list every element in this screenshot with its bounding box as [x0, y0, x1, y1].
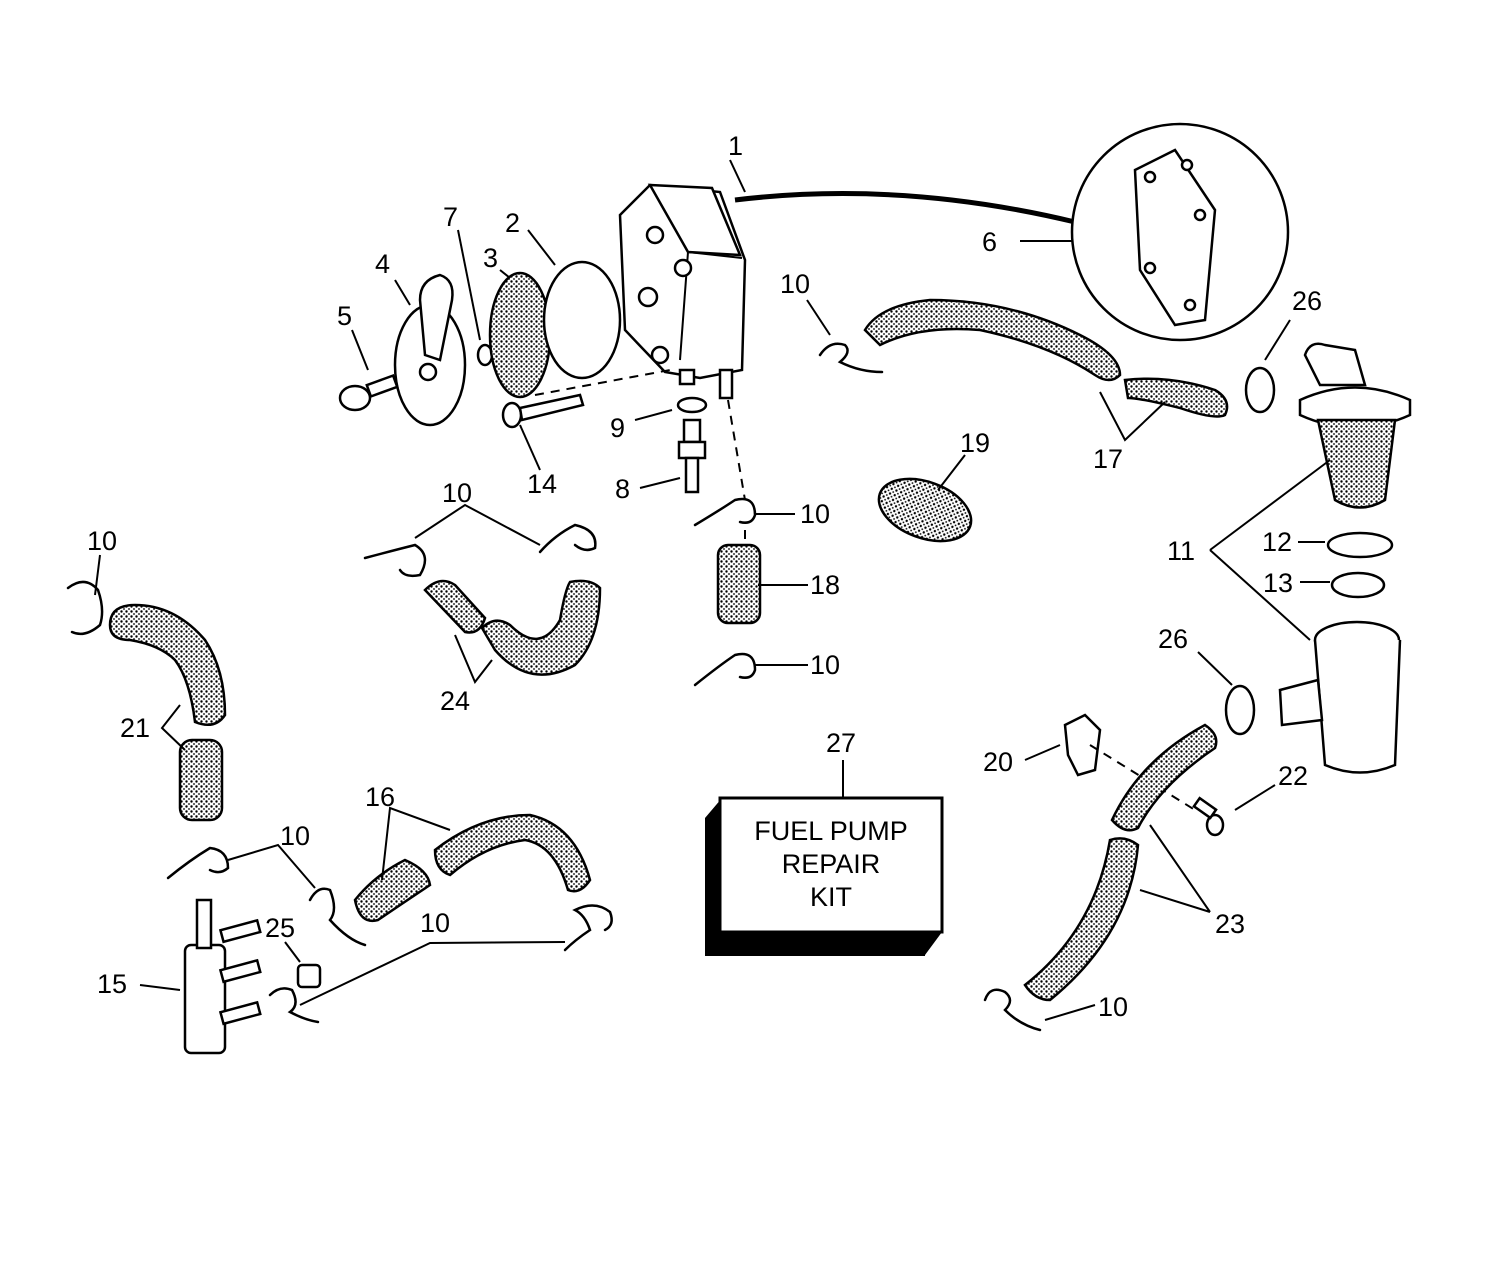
hose-24-bend	[480, 579, 602, 676]
bracket-20	[1063, 713, 1102, 777]
pump-cover	[393, 273, 467, 427]
seal-12	[1326, 531, 1394, 559]
gasket-ring	[542, 260, 622, 380]
filter-screen	[488, 271, 552, 399]
fuel-pump-body	[618, 183, 747, 400]
hose-16-short	[353, 858, 432, 923]
hose-21-lower	[178, 738, 224, 822]
hose-24-short	[423, 579, 487, 634]
callout-2: 2	[505, 208, 520, 238]
callout-10-c: 10	[800, 499, 830, 529]
callout-5: 5	[337, 301, 352, 331]
kit-label-line-1: FUEL PUMP	[754, 816, 908, 846]
plug-25	[296, 963, 322, 989]
callout-24: 24	[440, 686, 470, 716]
gasket-detail-circle	[734, 122, 1290, 342]
fuel-manifold	[183, 898, 262, 1055]
hose-23-upper	[1110, 723, 1218, 832]
clamp-lower-center	[693, 652, 757, 687]
callout-10-g: 10	[420, 908, 450, 938]
callout-9: 9	[610, 413, 625, 443]
callout-20: 20	[983, 747, 1013, 777]
filter-cover-19	[877, 477, 973, 543]
callout-25: 25	[265, 913, 295, 943]
callout-10-b: 10	[442, 478, 472, 508]
clamp-24-left	[363, 543, 427, 578]
callout-15: 15	[97, 969, 127, 999]
callout-21: 21	[120, 713, 150, 743]
clamp-21-top	[66, 580, 104, 636]
spring-clamp-top	[1244, 366, 1276, 414]
callout-4: 4	[375, 249, 390, 279]
clamp-manifold	[268, 987, 320, 1024]
washer	[676, 396, 708, 414]
callout-19: 19	[960, 428, 990, 458]
filter-element	[1298, 342, 1412, 509]
clamp-24-right	[538, 523, 597, 554]
callout-27: 27	[826, 728, 856, 758]
callout-10-d: 10	[810, 650, 840, 680]
callout-7: 7	[443, 202, 458, 232]
hose-17-lower	[1123, 377, 1229, 418]
clamp-16-left	[308, 887, 367, 947]
clamp-16-right	[563, 904, 613, 952]
clamp-21-bottom	[166, 846, 230, 880]
clamp-bottom-right	[983, 988, 1042, 1032]
fitting	[677, 418, 707, 494]
callout-18: 18	[810, 570, 840, 600]
callout-1: 1	[728, 131, 743, 161]
spring-clamp-lower	[1224, 684, 1256, 736]
hose-23-lower	[1023, 837, 1140, 1002]
callout-3: 3	[483, 243, 498, 273]
hose-17-upper	[863, 298, 1122, 382]
callout-10-f: 10	[280, 821, 310, 851]
clamp-upper-center	[693, 497, 757, 527]
clamp-hose-17	[818, 342, 884, 374]
hose-21-upper	[108, 603, 227, 727]
callout-6: 6	[982, 227, 997, 257]
callout-14: 14	[527, 469, 557, 499]
callout-12: 12	[1262, 527, 1292, 557]
callout-17: 17	[1093, 444, 1123, 474]
callout-11: 11	[1167, 536, 1195, 566]
callout-26-a: 26	[1292, 286, 1322, 316]
hose-18	[716, 543, 762, 625]
callout-23: 23	[1215, 909, 1245, 939]
cover-screw	[338, 373, 399, 412]
filter-bowl	[1278, 620, 1402, 774]
callout-13: 13	[1263, 568, 1293, 598]
seal-13	[1330, 571, 1386, 599]
callout-10-a: 10	[780, 269, 810, 299]
fuel-pump-repair-kit-box: FUEL PUMP REPAIR KIT	[705, 796, 944, 956]
callout-10-e: 10	[87, 526, 117, 556]
callout-10-i: 10	[1098, 992, 1128, 1022]
kit-label-line-3: KIT	[810, 882, 852, 912]
callout-16: 16	[365, 782, 395, 812]
hose-16-bend	[433, 813, 592, 893]
long-screw	[501, 393, 585, 429]
callout-22: 22	[1278, 761, 1308, 791]
callout-8: 8	[615, 474, 630, 504]
kit-label-line-2: REPAIR	[782, 849, 881, 879]
callout-26-b: 26	[1158, 624, 1188, 654]
screw-22	[1192, 796, 1225, 837]
